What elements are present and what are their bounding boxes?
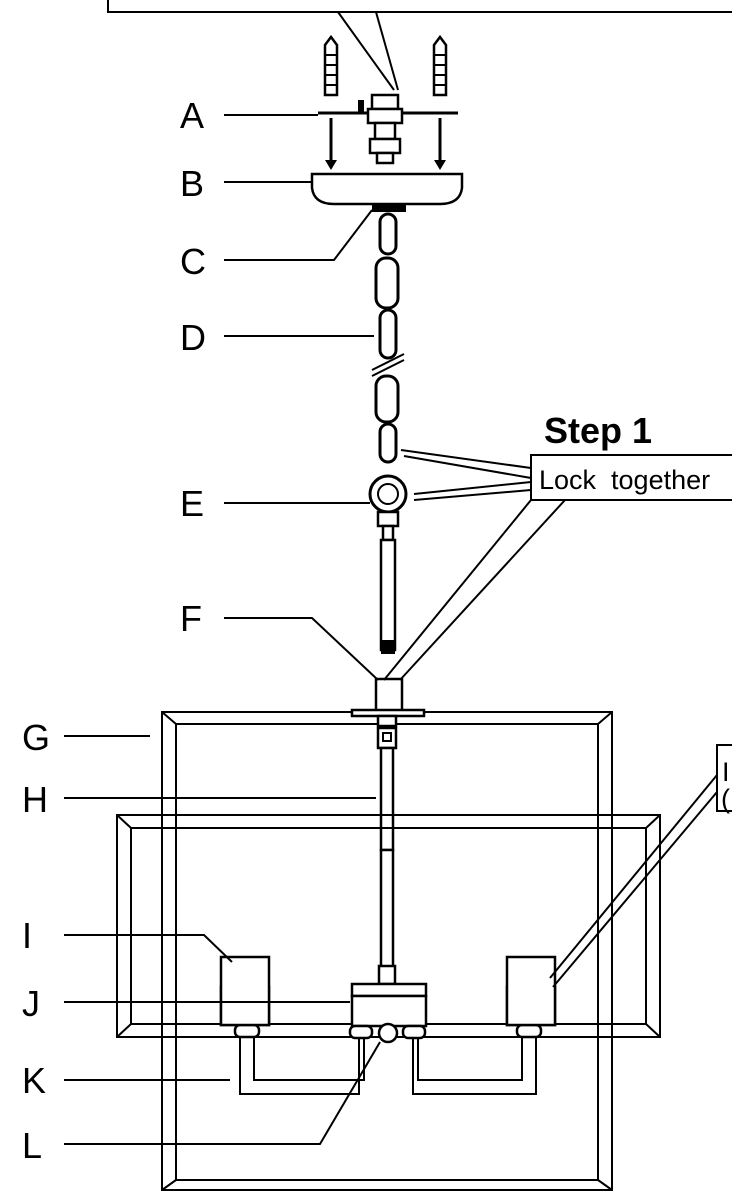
loop (368, 474, 408, 542)
mounting-bracket-assembly (318, 34, 458, 170)
top-callout-box (107, 0, 732, 91)
threaded-rod (379, 538, 397, 654)
socket-callout (549, 744, 732, 988)
label-d: D (180, 317, 206, 358)
downrod-lower (379, 848, 395, 972)
step-title: Step 1 (544, 410, 652, 451)
socket-left (219, 955, 271, 1027)
arms (239, 1024, 537, 1095)
lock-note: Lock together (539, 465, 710, 495)
top-cap (350, 677, 426, 750)
label-a: A (180, 95, 204, 136)
label-b: B (180, 163, 204, 204)
chain (371, 212, 405, 464)
center-body (350, 982, 428, 1028)
label-i: I (22, 915, 32, 956)
label-j: J (22, 983, 40, 1024)
downrod (379, 746, 395, 852)
label-g: G (22, 717, 50, 758)
canopy-collar (372, 204, 406, 212)
canopy (310, 172, 464, 206)
label-e: E (180, 483, 204, 524)
bottom-finial (377, 1022, 399, 1044)
label-c: C (180, 241, 206, 282)
leader-lines (64, 114, 381, 1145)
socket-note-line-2: ( (721, 784, 730, 814)
socket-note-line-1: I (722, 757, 730, 787)
label-l: L (22, 1125, 42, 1166)
label-k: K (22, 1060, 46, 1101)
socket-right (505, 955, 557, 1027)
label-f: F (180, 598, 202, 639)
lock-together-callout (383, 449, 732, 681)
label-h: H (22, 779, 48, 820)
